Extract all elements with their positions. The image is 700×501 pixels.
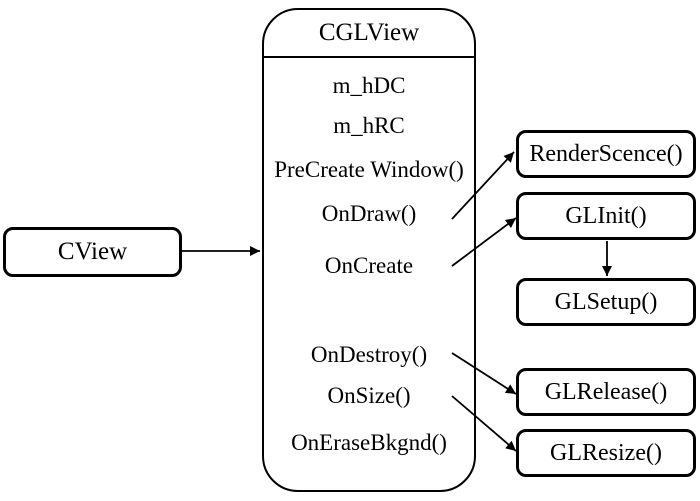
cview-label: CView — [57, 238, 128, 265]
cglview-box: CGLView m_hDC m_hRC PreCreate Window() O… — [262, 8, 476, 492]
callout-glresize: GLResize() — [516, 429, 696, 477]
callout-label: GLSetup() — [554, 288, 658, 315]
cglview-member: OnSize() — [327, 383, 411, 408]
cglview-title: CGLView — [318, 19, 420, 46]
cview-box: CView — [3, 227, 182, 277]
callout-label: GLResize() — [550, 439, 662, 466]
cglview-member: OnDestroy() — [310, 342, 428, 367]
cglview-member: OnCreate — [324, 253, 414, 278]
cglview-member: PreCreate Window() — [274, 157, 464, 182]
callout-glrelease: GLRelease() — [516, 368, 696, 416]
callout-glinit: GLInit() — [516, 192, 696, 240]
cglview-member: OnDraw() — [321, 201, 417, 226]
callout-label: GLRelease() — [544, 378, 668, 405]
cglview-header: CGLView — [264, 10, 474, 58]
cglview-member: m_hDC — [332, 73, 406, 98]
cglview-member: OnEraseBkgnd() — [291, 430, 447, 455]
callout-label: GLInit() — [565, 202, 647, 229]
callout-glsetup: GLSetup() — [516, 278, 696, 326]
cglview-member: m_hRC — [333, 113, 405, 138]
callout-renderscence: RenderScence() — [516, 130, 696, 178]
callout-label: RenderScence() — [529, 140, 683, 167]
